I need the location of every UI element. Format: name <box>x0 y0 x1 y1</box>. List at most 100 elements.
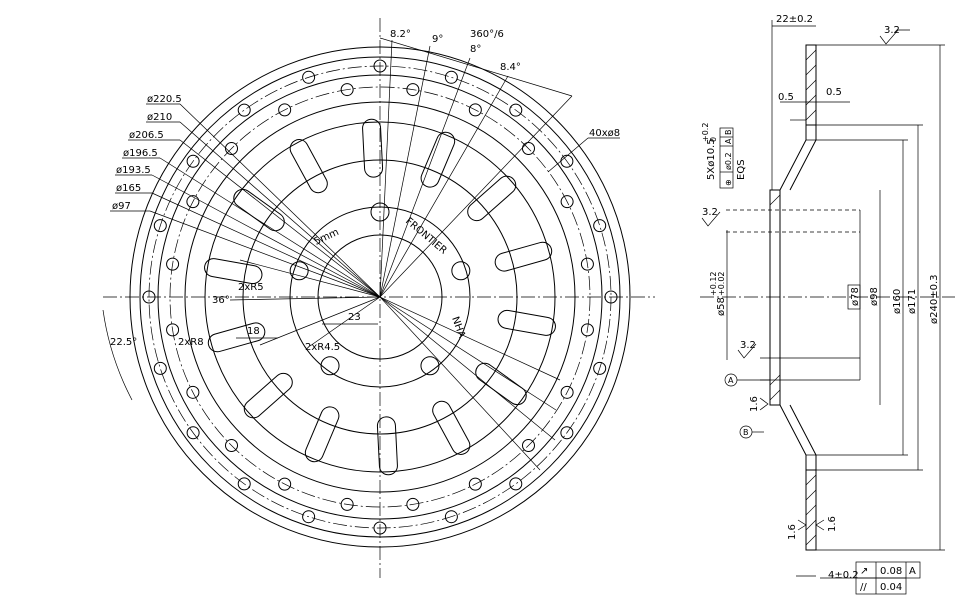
angle-22-5: 22.5° <box>110 337 137 348</box>
radius-r5: 2xR5 <box>238 282 264 293</box>
leader-ray <box>259 296 381 346</box>
angle-8: 8° <box>470 44 481 55</box>
dim-22: 22±0.2 <box>776 14 813 25</box>
runout-symbol: ↗ <box>860 566 868 577</box>
side-view: ø58 +0.12 +0.02 ø78 ø98 ø160 ø171 ø240±0… <box>700 14 955 595</box>
leader-ray <box>179 103 381 298</box>
rim-hole <box>302 510 316 524</box>
leader-ray <box>179 121 381 298</box>
position-frame <box>719 127 734 189</box>
rim-hole <box>444 510 458 524</box>
cooling-slots <box>204 118 556 476</box>
mounting-hole <box>289 261 309 281</box>
cooling-slot-outline <box>362 118 384 178</box>
rim-hole <box>237 477 251 491</box>
angle-36: 36° <box>212 295 230 306</box>
leader-ray <box>379 57 471 298</box>
rim-hole <box>406 83 420 97</box>
dim-d98: ø98 <box>869 287 880 306</box>
angle-360-6: 360°/6 <box>470 29 504 40</box>
radius-r4-5: 2xR4.5 <box>305 342 340 353</box>
leader-ray <box>179 139 381 298</box>
leader-ray <box>379 45 431 298</box>
rim-hole <box>340 497 354 511</box>
rim-upper <box>805 44 817 126</box>
position-tol: ø0.2 <box>724 152 733 170</box>
cooling-slot-outline <box>432 400 471 455</box>
cooling-slot <box>420 131 456 188</box>
dim-d196-5: ø196.5 <box>123 148 158 159</box>
dim-d58: ø58 <box>716 297 727 316</box>
cooling-slot <box>243 372 293 419</box>
dim-0-5-right: 0.5 <box>826 87 842 98</box>
angle-8-2: 8.2° <box>390 29 411 40</box>
cooling-slot <box>494 241 553 272</box>
leader-ray <box>379 296 561 381</box>
roughness-hub: 3.2 <box>740 340 756 351</box>
rim-hole <box>225 438 239 452</box>
bolt-hole-pitch-circle <box>148 65 612 529</box>
hub-section <box>769 189 781 406</box>
dim-0-5-left: 0.5 <box>778 92 794 103</box>
rim-hole <box>237 103 251 117</box>
rim-hole <box>373 59 387 73</box>
rim-hole <box>166 257 180 271</box>
rim-hole <box>373 521 387 535</box>
rim-hole <box>186 426 200 440</box>
rim-hole <box>153 361 167 375</box>
cooling-slot <box>362 118 384 178</box>
leader-ray <box>149 210 381 298</box>
roughness-rim-right: 1.6 <box>827 516 838 532</box>
hole-eqs: EQS <box>736 159 747 180</box>
rim-holes <box>142 59 618 535</box>
dim-18: 18 <box>247 326 260 337</box>
dim-d165: ø165 <box>116 183 141 194</box>
leader-ray <box>229 296 381 301</box>
center-bore <box>317 234 443 360</box>
cooling-slot-outline <box>497 309 556 336</box>
rim-hole <box>444 70 458 84</box>
hole-tol-lower: 0 <box>709 137 718 142</box>
hole-leader <box>547 137 589 173</box>
mounting-hole <box>370 202 390 222</box>
rim-hole <box>406 497 420 511</box>
arc-dim-22-5 <box>102 309 133 401</box>
runout-value: 0.08 <box>880 566 902 577</box>
parallel-value: 0.04 <box>880 582 902 593</box>
rim-hole <box>580 323 594 337</box>
cooling-slot-outline <box>467 175 517 222</box>
angle-8-4: 8.4° <box>500 62 521 73</box>
rim-hole <box>593 361 607 375</box>
mounting-hole <box>320 356 340 376</box>
cooling-slot-outline <box>376 416 398 476</box>
second-pitch-circle <box>169 86 591 508</box>
hub-bore-outer <box>289 206 471 388</box>
hole-spec: 5Xø10.5 <box>706 138 717 180</box>
cooling-slot <box>467 175 517 222</box>
cooling-slot <box>289 139 328 194</box>
hub-ring <box>242 159 518 435</box>
dim-d240: ø240±0.3 <box>929 275 940 325</box>
rim-hole <box>468 103 482 117</box>
leader-ray <box>379 39 393 298</box>
cooling-slot <box>497 309 556 336</box>
mounting-hole <box>420 356 440 376</box>
cooling-slot-outline <box>243 372 293 419</box>
cooling-slot <box>304 406 340 463</box>
rim-hole <box>604 290 618 304</box>
dim-d193-5: ø193.5 <box>116 165 151 176</box>
rim-hole <box>186 385 200 399</box>
cooling-slot <box>376 416 398 476</box>
cooling-slot <box>432 400 471 455</box>
tol-d58-upper: +0.12 <box>709 271 718 296</box>
rim-hole <box>580 257 594 271</box>
dim-d171: ø171 <box>907 289 918 314</box>
runout-datum: A <box>909 566 916 577</box>
rim-lower <box>805 469 817 551</box>
rim-hole <box>560 426 574 440</box>
dim-d160: ø160 <box>892 289 903 314</box>
dim-23: 23 <box>348 312 361 323</box>
parallel-frame <box>855 577 907 595</box>
dim-d97: ø97 <box>112 201 131 212</box>
